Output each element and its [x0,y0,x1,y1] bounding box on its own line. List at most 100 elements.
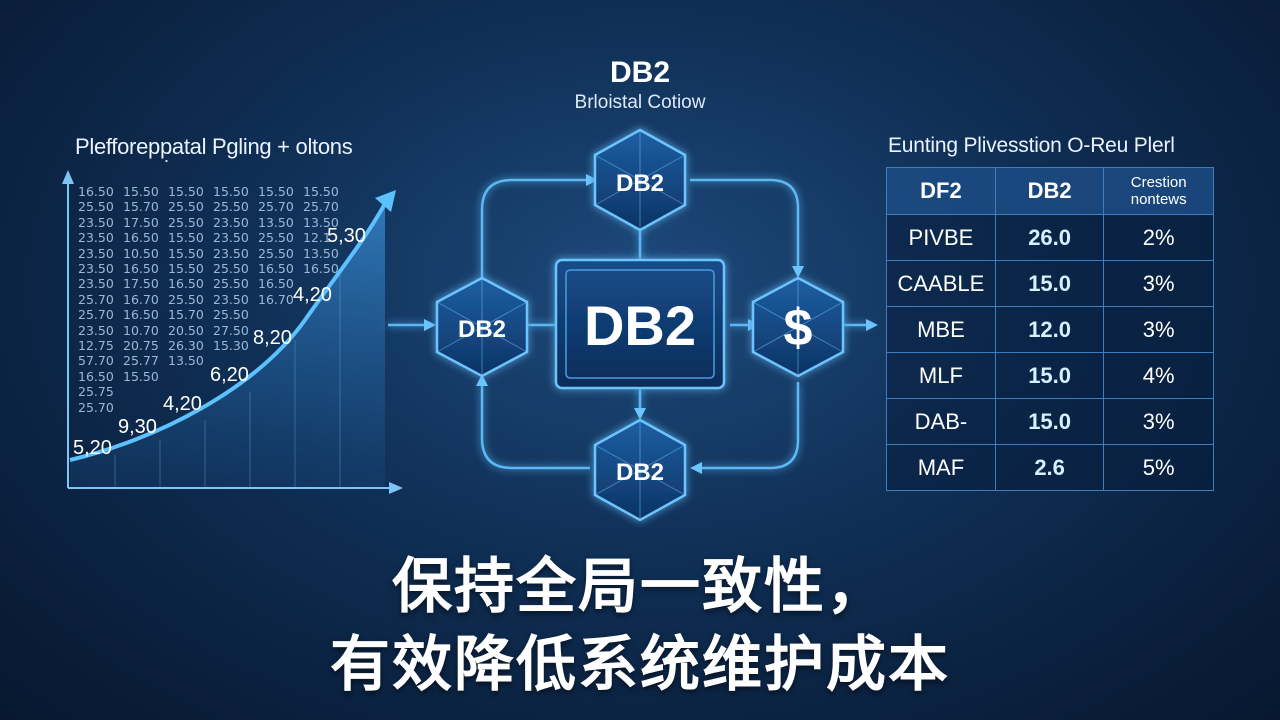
matrix-cell: 23.50 [78,214,114,230]
matrix-row: 23.50 17.50 16.50 25.50 16.50 [78,276,348,291]
matrix-cell: 25.70 [303,199,339,215]
matrix-row: 25.75 [78,384,348,399]
row-percent: 2% [1103,214,1214,261]
matrix-cell: 15.50 [168,230,204,246]
dollar-node: $ [751,276,845,378]
column-header: DF2 [886,167,996,215]
row-value: 26.0 [994,214,1105,261]
matrix-cell: 25.50 [168,214,204,230]
matrix-cell: 57.70 [78,353,114,369]
matrix-cell: 20.50 [168,322,204,338]
column-header: DB2 [994,167,1105,215]
row-percent: 5% [1103,444,1214,491]
matrix-cell: 25.70 [258,199,294,215]
matrix-cell: 23.50 [213,245,249,261]
db2-diagram: DB2 DB2 DB2 DB2 $ [388,128,878,522]
matrix-cell: 23.50 [78,276,114,292]
matrix-cell: 10.50 [123,245,159,261]
dollar-icon: $ [784,299,813,357]
chart-title: Plefforepp̣atal Pgling + oltons [75,134,353,159]
matrix-cell: 23.50 [213,230,249,246]
caption-line-1: 保持全局一致性， [392,552,888,622]
row-label: MAF [886,444,996,491]
row-label: PIVBE [886,214,996,261]
bottom-node-label: DB2 [616,459,664,486]
row-percent: 4% [1103,352,1214,399]
curve-arrowhead [375,190,396,212]
matrix-cell: 25.70 [78,399,114,415]
matrix-cell: 23.50 [78,230,114,246]
matrix-cell: 15.50 [303,184,339,199]
row-percent: 3% [1103,306,1214,353]
matrix-cell: 16.50 [123,261,159,277]
matrix-cell: 12.75 [78,338,114,354]
matrix-cell: 16.50 [123,230,159,246]
table-row: MLF 15.0 4% [886,352,1214,399]
matrix-cell: 23.50 [213,291,249,307]
matrix-cell: 15.50 [168,261,204,277]
row-value: 12.0 [994,306,1105,353]
matrix-cell: 16.50 [258,276,294,292]
row-value: 15.0 [994,352,1105,399]
right-bottom-loop [698,382,800,470]
top-db2-node: DB2 [593,128,687,232]
table-header-row: DF2 DB2 Crestion nontews [886,167,1214,215]
left-top-loop [480,178,590,278]
point-label: 9,30 [118,416,157,438]
matrix-cell: 25.50 [213,199,249,215]
top-node-label: DB2 [616,170,664,197]
matrix-cell: 15.50 [123,368,159,384]
matrix-cell: 13.50 [303,214,339,230]
row-percent: 3% [1103,260,1214,307]
matrix-cell: 15.30 [213,338,249,354]
matrix-cell: 25.50 [213,276,249,292]
point-label: 5,30 [327,225,366,247]
matrix-cell: 25.50 [168,199,204,215]
point-label: 8,20 [253,327,292,349]
point-label: 4,20 [293,284,332,306]
point-label: 5,20 [73,437,112,459]
row-label: CAABLE [886,260,996,307]
left-node-label: DB2 [458,316,506,343]
point-label: 4,20 [163,393,202,415]
diagram-subtitle: Brloistal Cotiow [574,92,706,113]
growth-chart: 5,20 9,30 4,20 6,20 8,20 4,20 5,30 [62,170,403,494]
matrix-row: 25.70 [78,400,348,415]
matrix-cell: 16.50 [123,307,159,323]
row-label: MBE [886,306,996,353]
matrix-cell: 15.50 [123,184,159,199]
matrix-cell: 13.50 [258,214,294,230]
matrix-cell: 16.50 [78,184,114,199]
matrix-cell: 16.70 [258,291,294,307]
table-row: CAABLE 15.0 3% [886,260,1214,307]
row-value: 2.6 [994,444,1105,491]
matrix-cell: 23.50 [78,245,114,261]
matrix-cell: 23.50 [78,322,114,338]
matrix-cell: 15.50 [258,184,294,199]
matrix-cell: 17.50 [123,276,159,292]
matrix-cell: 20.75 [123,338,159,354]
matrix-cell: 25.70 [78,307,114,323]
matrix-cell: 16.70 [123,291,159,307]
diagram-title: DB2 [609,56,670,89]
bottom-left-loop [480,382,590,470]
matrix-cell: 16.50 [168,276,204,292]
matrix-cell: 25.50 [213,261,249,277]
matrix-cell: 15.50 [168,245,204,261]
table-title: Eunting Plivesstion O-Reu Plerl [888,134,1175,157]
caption-line-2: 有效降低系统维护成本 [330,630,950,700]
matrix-cell: 16.50 [258,261,294,277]
curve-area [70,202,385,487]
matrix-cell: 13.50 [303,245,339,261]
table-row: DAB- 15.0 3% [886,398,1214,445]
matrix-cell: 15.50 [168,184,204,199]
matrix-cell: 17.50 [123,214,159,230]
point-label: 6,20 [210,364,249,386]
matrix-cell: 10.70 [123,322,159,338]
